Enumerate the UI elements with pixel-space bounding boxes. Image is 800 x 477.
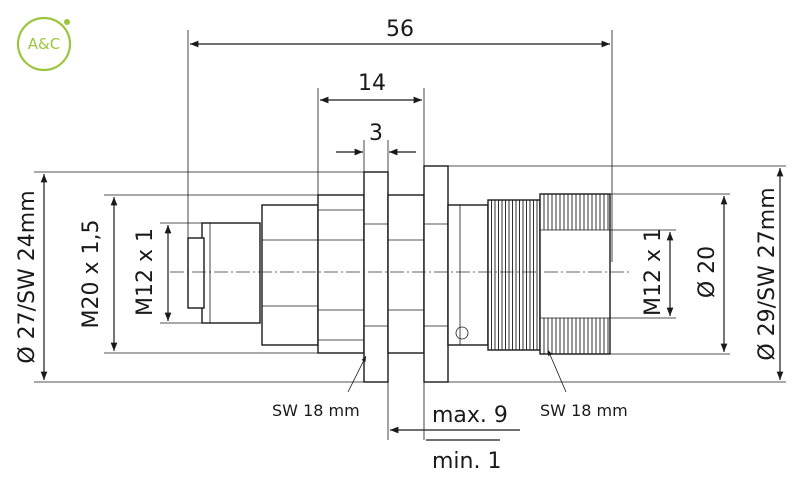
- logo-text: A&C: [28, 35, 60, 53]
- dim-left-thread-outer: M20 x 1,5: [79, 194, 318, 354]
- dim-left-thread-inner: M12 x 1: [133, 222, 202, 324]
- knurled-coupling: [487, 199, 541, 351]
- dim-right-thread: M12 x 1: [610, 228, 676, 319]
- dim-body-length: 14: [317, 71, 425, 195]
- thread-section-middle: [387, 194, 425, 354]
- brand-logo: A&C: [16, 16, 72, 72]
- shoulder: [447, 204, 489, 346]
- svg-text:min. 1: min. 1: [432, 449, 501, 474]
- dim-overall-length: 56: [187, 17, 613, 262]
- svg-text:14: 14: [358, 71, 386, 96]
- thread-section-left: [261, 204, 319, 346]
- socket-body: [539, 193, 611, 355]
- hex-body: [317, 194, 365, 354]
- dim-left-outer: Ø 27/SW 24mm: [15, 171, 364, 383]
- dim-nut-width: 3: [336, 121, 416, 172]
- svg-text:SW 18 mm: SW 18 mm: [272, 401, 360, 420]
- svg-text:max. 9: max. 9: [432, 403, 508, 428]
- wrench-label-right: SW 18 mm: [540, 349, 628, 420]
- svg-text:M20 x 1,5: M20 x 1,5: [79, 220, 104, 329]
- wrench-label-left: SW 18 mm: [272, 355, 367, 420]
- dim-right-diameter: Ø 20: [610, 193, 730, 355]
- svg-text:Ø 20: Ø 20: [695, 246, 720, 298]
- connector-body: [170, 165, 630, 383]
- svg-text:Ø 27/SW 24mm: Ø 27/SW 24mm: [15, 190, 40, 363]
- svg-text:Ø 29/SW 27mm: Ø 29/SW 27mm: [755, 187, 780, 360]
- svg-text:SW 18 mm: SW 18 mm: [540, 401, 628, 420]
- svg-text:56: 56: [386, 17, 414, 42]
- vent-hole: [455, 326, 469, 340]
- dim-panel-thickness: max. 9 min. 1: [387, 382, 520, 474]
- dim-right-outer: Ø 29/SW 27mm: [448, 165, 786, 383]
- hex-nut-left: [363, 171, 389, 383]
- svg-text:3: 3: [369, 121, 383, 146]
- hex-nut-right: [423, 165, 449, 383]
- pin-tip: [187, 237, 205, 309]
- svg-text:M12 x 1: M12 x 1: [133, 228, 158, 316]
- pin-housing: [201, 222, 261, 324]
- svg-text:M12 x 1: M12 x 1: [641, 228, 666, 316]
